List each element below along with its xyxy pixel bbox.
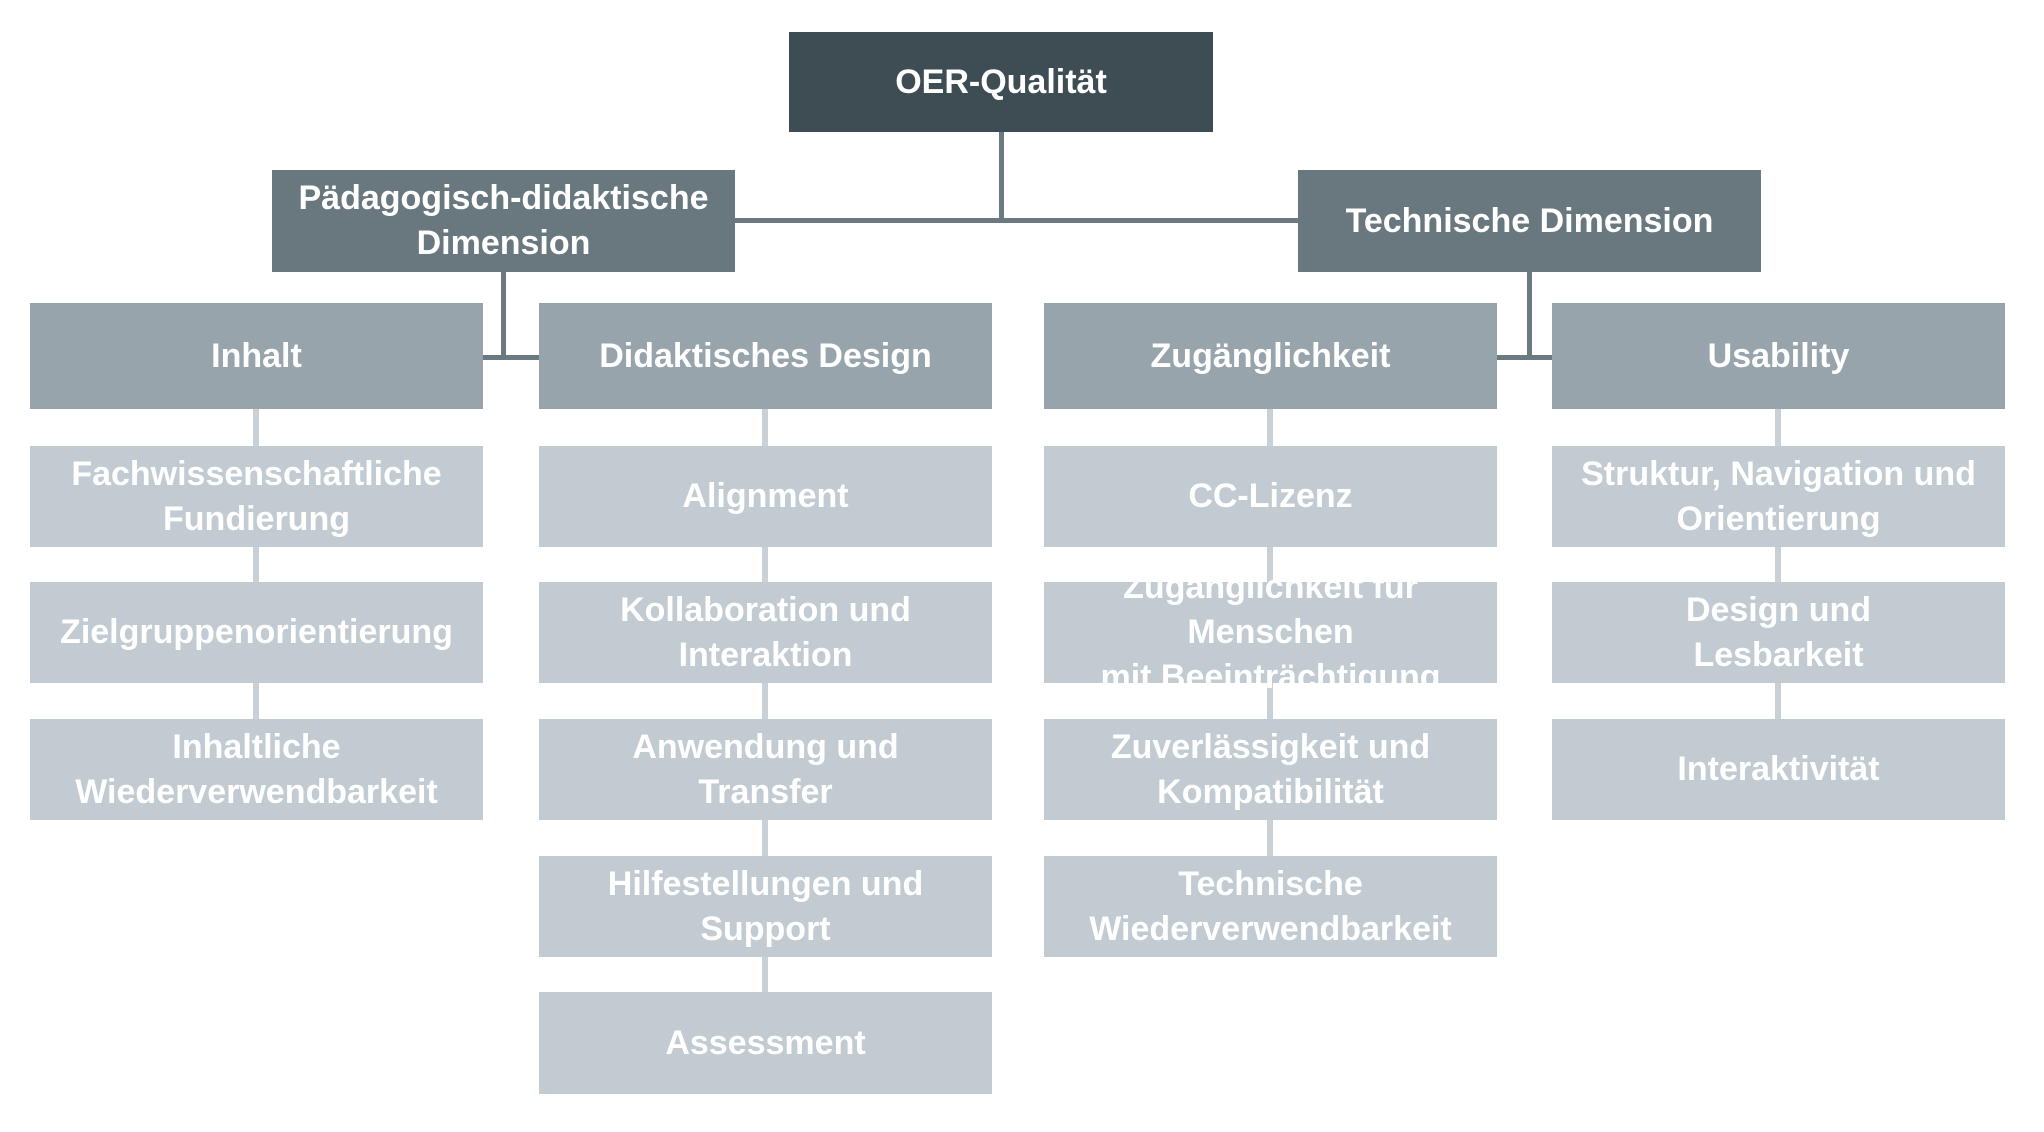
connector-dimensions-hbar <box>735 218 1298 223</box>
node-label: Zugänglichkeit <box>1150 336 1391 375</box>
node-label: Technische Wiederverwendbarkeit <box>1089 864 1452 948</box>
node-label: Usability <box>1707 336 1850 375</box>
node-item-zugaenglichkeit-menschen: Zugänglichkeit für Menschen mit Beeinträ… <box>1044 568 1497 696</box>
connector-stub-inhalt-2 <box>253 545 259 584</box>
node-dimension-technische: Technische Dimension <box>1298 170 1761 272</box>
node-item-technische-wiederverwendbarkeit: Technische Wiederverwendbarkeit <box>1044 856 1497 957</box>
node-item-alignment: Alignment <box>539 446 992 547</box>
node-category-didaktisches-design: Didaktisches Design <box>539 303 992 409</box>
node-label: Fachwissenschaftliche Fundierung <box>71 454 442 538</box>
connector-stub-inhalt-3 <box>253 681 259 721</box>
connector-technische-tbar <box>1497 355 1552 360</box>
node-item-kollaboration-interaktion: Kollaboration und Interaktion <box>539 582 992 683</box>
node-item-assessment: Assessment <box>539 992 992 1094</box>
node-item-zuverlaessigkeit-kompatibilitaet: Zuverlässigkeit und Kompatibilität <box>1044 719 1497 820</box>
node-label: Inhalt <box>211 336 302 375</box>
node-label: Inhaltliche Wiederverwendbarkeit <box>75 727 438 811</box>
node-category-inhalt: Inhalt <box>30 303 483 409</box>
connector-paedagogisch-tbar <box>483 355 539 360</box>
node-label: Zielgruppenorientierung <box>60 613 453 652</box>
node-label: Design und Lesbarkeit <box>1685 590 1872 674</box>
node-dimension-paedagogisch-didaktische: Pädagogisch-didaktische Dimension <box>272 170 735 272</box>
node-category-usability: Usability <box>1552 303 2005 409</box>
node-label: Alignment <box>682 477 849 516</box>
node-label: Hilfestellungen und Support <box>607 864 924 948</box>
node-label: CC-Lizenz <box>1188 477 1353 516</box>
node-item-struktur-navigation-orientierung: Struktur, Navigation und Orientierung <box>1552 446 2005 547</box>
connector-root-drop <box>999 132 1004 223</box>
node-label: Anwendung und Transfer <box>632 727 899 811</box>
connector-stub-zugaenglichkeit-1 <box>1267 407 1273 448</box>
connector-stub-inhalt-1 <box>253 407 259 448</box>
node-item-interaktivitaet: Interaktivität <box>1552 719 2005 820</box>
node-label: Didaktisches Design <box>599 336 932 375</box>
node-item-hilfestellungen-support: Hilfestellungen und Support <box>539 856 992 957</box>
connector-stub-didaktisch-4 <box>762 818 768 858</box>
node-item-anwendung-transfer: Anwendung und Transfer <box>539 719 992 820</box>
node-item-cc-lizenz: CC-Lizenz <box>1044 446 1497 547</box>
connector-stub-zugaenglichkeit-2 <box>1267 545 1273 584</box>
node-root: OER-Qualität <box>789 32 1213 132</box>
node-label: Assessment <box>665 1023 866 1062</box>
node-label: Zugänglichkeit für Menschen mit Beeinträ… <box>1100 568 1441 696</box>
connector-technische-drop <box>1527 272 1532 360</box>
node-label: OER-Qualität <box>895 62 1107 101</box>
connector-stub-zugaenglichkeit-3 <box>1267 681 1273 721</box>
node-item-zielgruppenorientierung: Zielgruppenorientierung <box>30 582 483 683</box>
connector-stub-usability-2 <box>1775 545 1781 584</box>
connector-stub-didaktisch-2 <box>762 545 768 584</box>
node-item-fachwissenschaftliche-fundierung: Fachwissenschaftliche Fundierung <box>30 446 483 547</box>
connector-stub-zugaenglichkeit-4 <box>1267 818 1273 858</box>
node-item-inhaltliche-wiederverwendbarkeit: Inhaltliche Wiederverwendbarkeit <box>30 719 483 820</box>
node-label: Technische Dimension <box>1345 201 1714 240</box>
connector-stub-didaktisch-3 <box>762 681 768 721</box>
node-category-zugaenglichkeit: Zugänglichkeit <box>1044 303 1497 409</box>
connector-stub-didaktisch-5 <box>762 955 768 994</box>
node-item-design-lesbarkeit: Design und Lesbarkeit <box>1552 582 2005 683</box>
connector-paedagogisch-drop <box>501 272 506 360</box>
node-label: Kollaboration und Interaktion <box>620 590 911 674</box>
connector-stub-usability-3 <box>1775 681 1781 721</box>
connector-stub-usability-1 <box>1775 407 1781 448</box>
node-label: Pädagogisch-didaktische Dimension <box>298 179 709 262</box>
node-label: Struktur, Navigation und Orientierung <box>1581 454 1976 538</box>
connector-stub-didaktisch-1 <box>762 407 768 448</box>
node-label: Zuverlässigkeit und Kompatibilität <box>1110 727 1431 811</box>
node-label: Interaktivität <box>1677 750 1880 789</box>
